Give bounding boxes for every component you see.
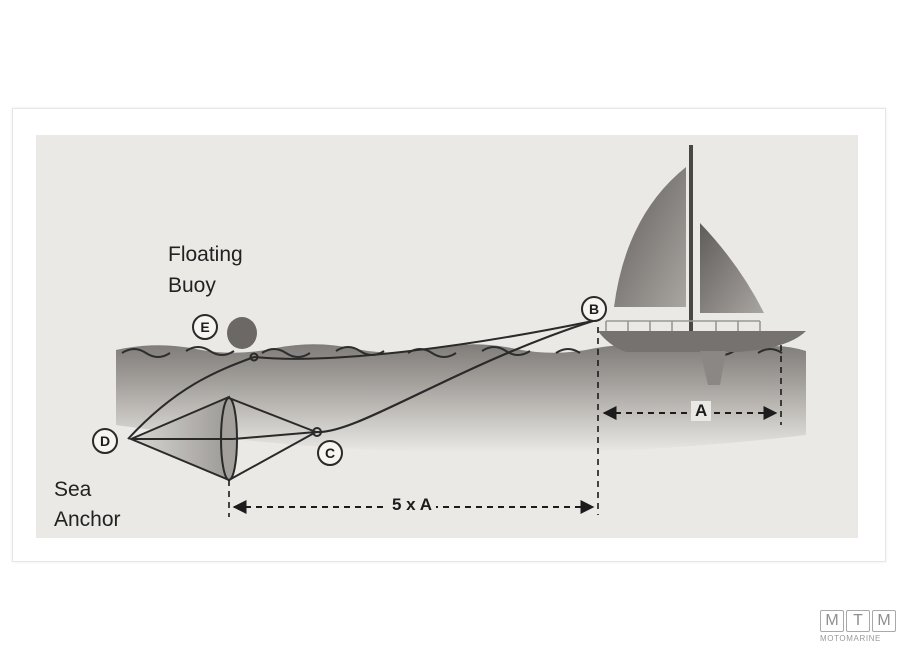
- sea-body: [116, 344, 806, 453]
- dimension-guides: [228, 327, 782, 517]
- jib: [700, 223, 764, 313]
- swivel-ring: [312, 427, 322, 437]
- point-e: E: [192, 314, 218, 340]
- point-b: B: [581, 296, 607, 322]
- tow-line: [253, 320, 594, 360]
- sea-anchor-label-line1: Sea: [54, 478, 92, 501]
- deck-railing: [605, 320, 761, 331]
- dimension-a-label: A: [691, 401, 712, 421]
- hull: [598, 331, 806, 352]
- buoy-ring: [249, 352, 259, 362]
- logo-letter-1: M: [820, 610, 844, 632]
- floating-buoy-label-line2: Buoy: [168, 274, 216, 297]
- mainsail: [614, 167, 686, 307]
- rode-line: [315, 319, 594, 434]
- dimension-5a-label: 5 x A: [388, 495, 437, 515]
- floating-buoy: [227, 317, 257, 349]
- point-c: C: [317, 440, 343, 466]
- diagram-drawing: [116, 145, 806, 517]
- bridle-lines: [131, 397, 317, 481]
- motomarine-logo: M T M MOTOMARINE: [818, 610, 898, 644]
- logo-letter-3: M: [872, 610, 896, 632]
- keel: [700, 351, 726, 385]
- floating-buoy-label-line1: Floating: [168, 243, 243, 266]
- trip-line: [127, 356, 255, 440]
- logo-letter-2: T: [846, 610, 870, 632]
- sea-anchor-diagram: A 5 x A Floating Buoy Sea Anchor B C D E: [36, 135, 858, 538]
- logo-subtitle: MOTOMARINE: [820, 634, 881, 643]
- point-d: D: [92, 428, 118, 454]
- sea-anchor-label-line2: Anchor: [54, 508, 121, 531]
